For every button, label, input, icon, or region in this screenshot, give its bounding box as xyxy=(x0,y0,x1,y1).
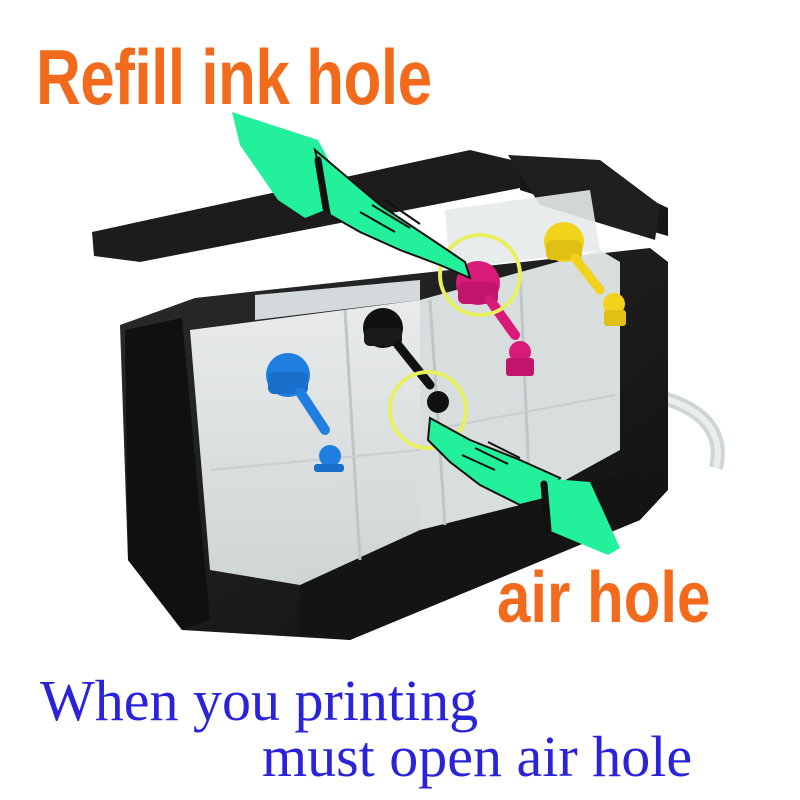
black-cap xyxy=(363,308,449,413)
pointing-hand-icon xyxy=(426,416,620,555)
refill-hole-highlight xyxy=(438,233,522,317)
pointing-hand-icon xyxy=(232,112,472,280)
caption-line-2: must open air hole xyxy=(262,724,693,789)
refill-ink-hole-label: Refill ink hole xyxy=(36,35,432,122)
caption-line-1: When you printing xyxy=(40,668,479,733)
yellow-cap xyxy=(544,222,626,326)
air-hole-label: air hole xyxy=(497,557,711,638)
air-hole-highlight xyxy=(388,370,468,450)
cyan-cap xyxy=(266,353,344,472)
